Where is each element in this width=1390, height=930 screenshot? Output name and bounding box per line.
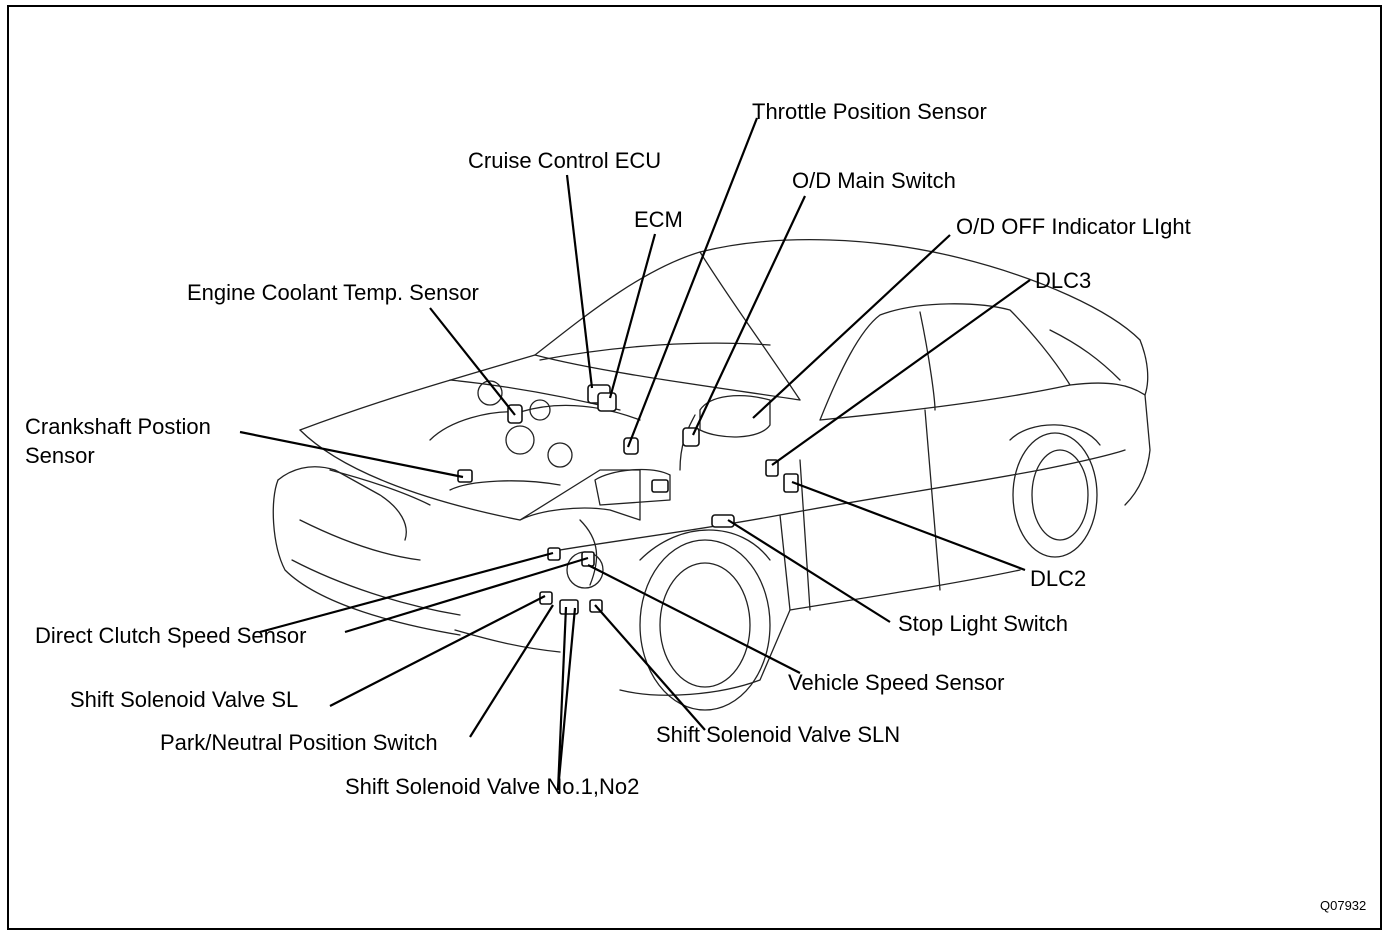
label-crankshaft-position-sensor: Crankshaft Postion bbox=[25, 414, 211, 439]
label-dlc3: DLC3 bbox=[1035, 268, 1092, 293]
car-outline bbox=[272, 239, 1151, 711]
label-ecm: ECM bbox=[634, 207, 683, 232]
label-vehicle-speed-sensor: Vehicle Speed Sensor bbox=[788, 670, 1005, 695]
label-shift-solenoid-valve-no1-no2: Shift Solenoid Valve No.1,No2 bbox=[345, 774, 640, 799]
leader-lines bbox=[239, 117, 1031, 791]
label-od-off-indicator-light: O/D OFF Indicator LIght bbox=[956, 214, 1191, 239]
label-direct-clutch-speed-sensor: Direct Clutch Speed Sensor bbox=[35, 623, 307, 648]
label-crankshaft-position-sensor-line2: Sensor bbox=[25, 443, 95, 468]
figure-code: Q07932 bbox=[1320, 898, 1367, 913]
label-od-main-switch: O/D Main Switch bbox=[792, 168, 956, 193]
label-throttle-position-sensor: Throttle Position Sensor bbox=[752, 99, 987, 124]
label-dlc2: DLC2 bbox=[1030, 566, 1087, 591]
label-shift-solenoid-valve-sln: Shift Solenoid Valve SLN bbox=[656, 722, 901, 747]
label-stop-light-switch: Stop Light Switch bbox=[898, 611, 1068, 636]
label-shift-solenoid-valve-sl: Shift Solenoid Valve SL bbox=[70, 687, 299, 712]
component-markers bbox=[457, 384, 799, 615]
label-park-neutral-position-switch: Park/Neutral Position Switch bbox=[160, 730, 438, 755]
label-cruise-control-ecu: Cruise Control ECU bbox=[468, 148, 662, 173]
label-engine-coolant-temp-sensor: Engine Coolant Temp. Sensor bbox=[187, 280, 479, 305]
